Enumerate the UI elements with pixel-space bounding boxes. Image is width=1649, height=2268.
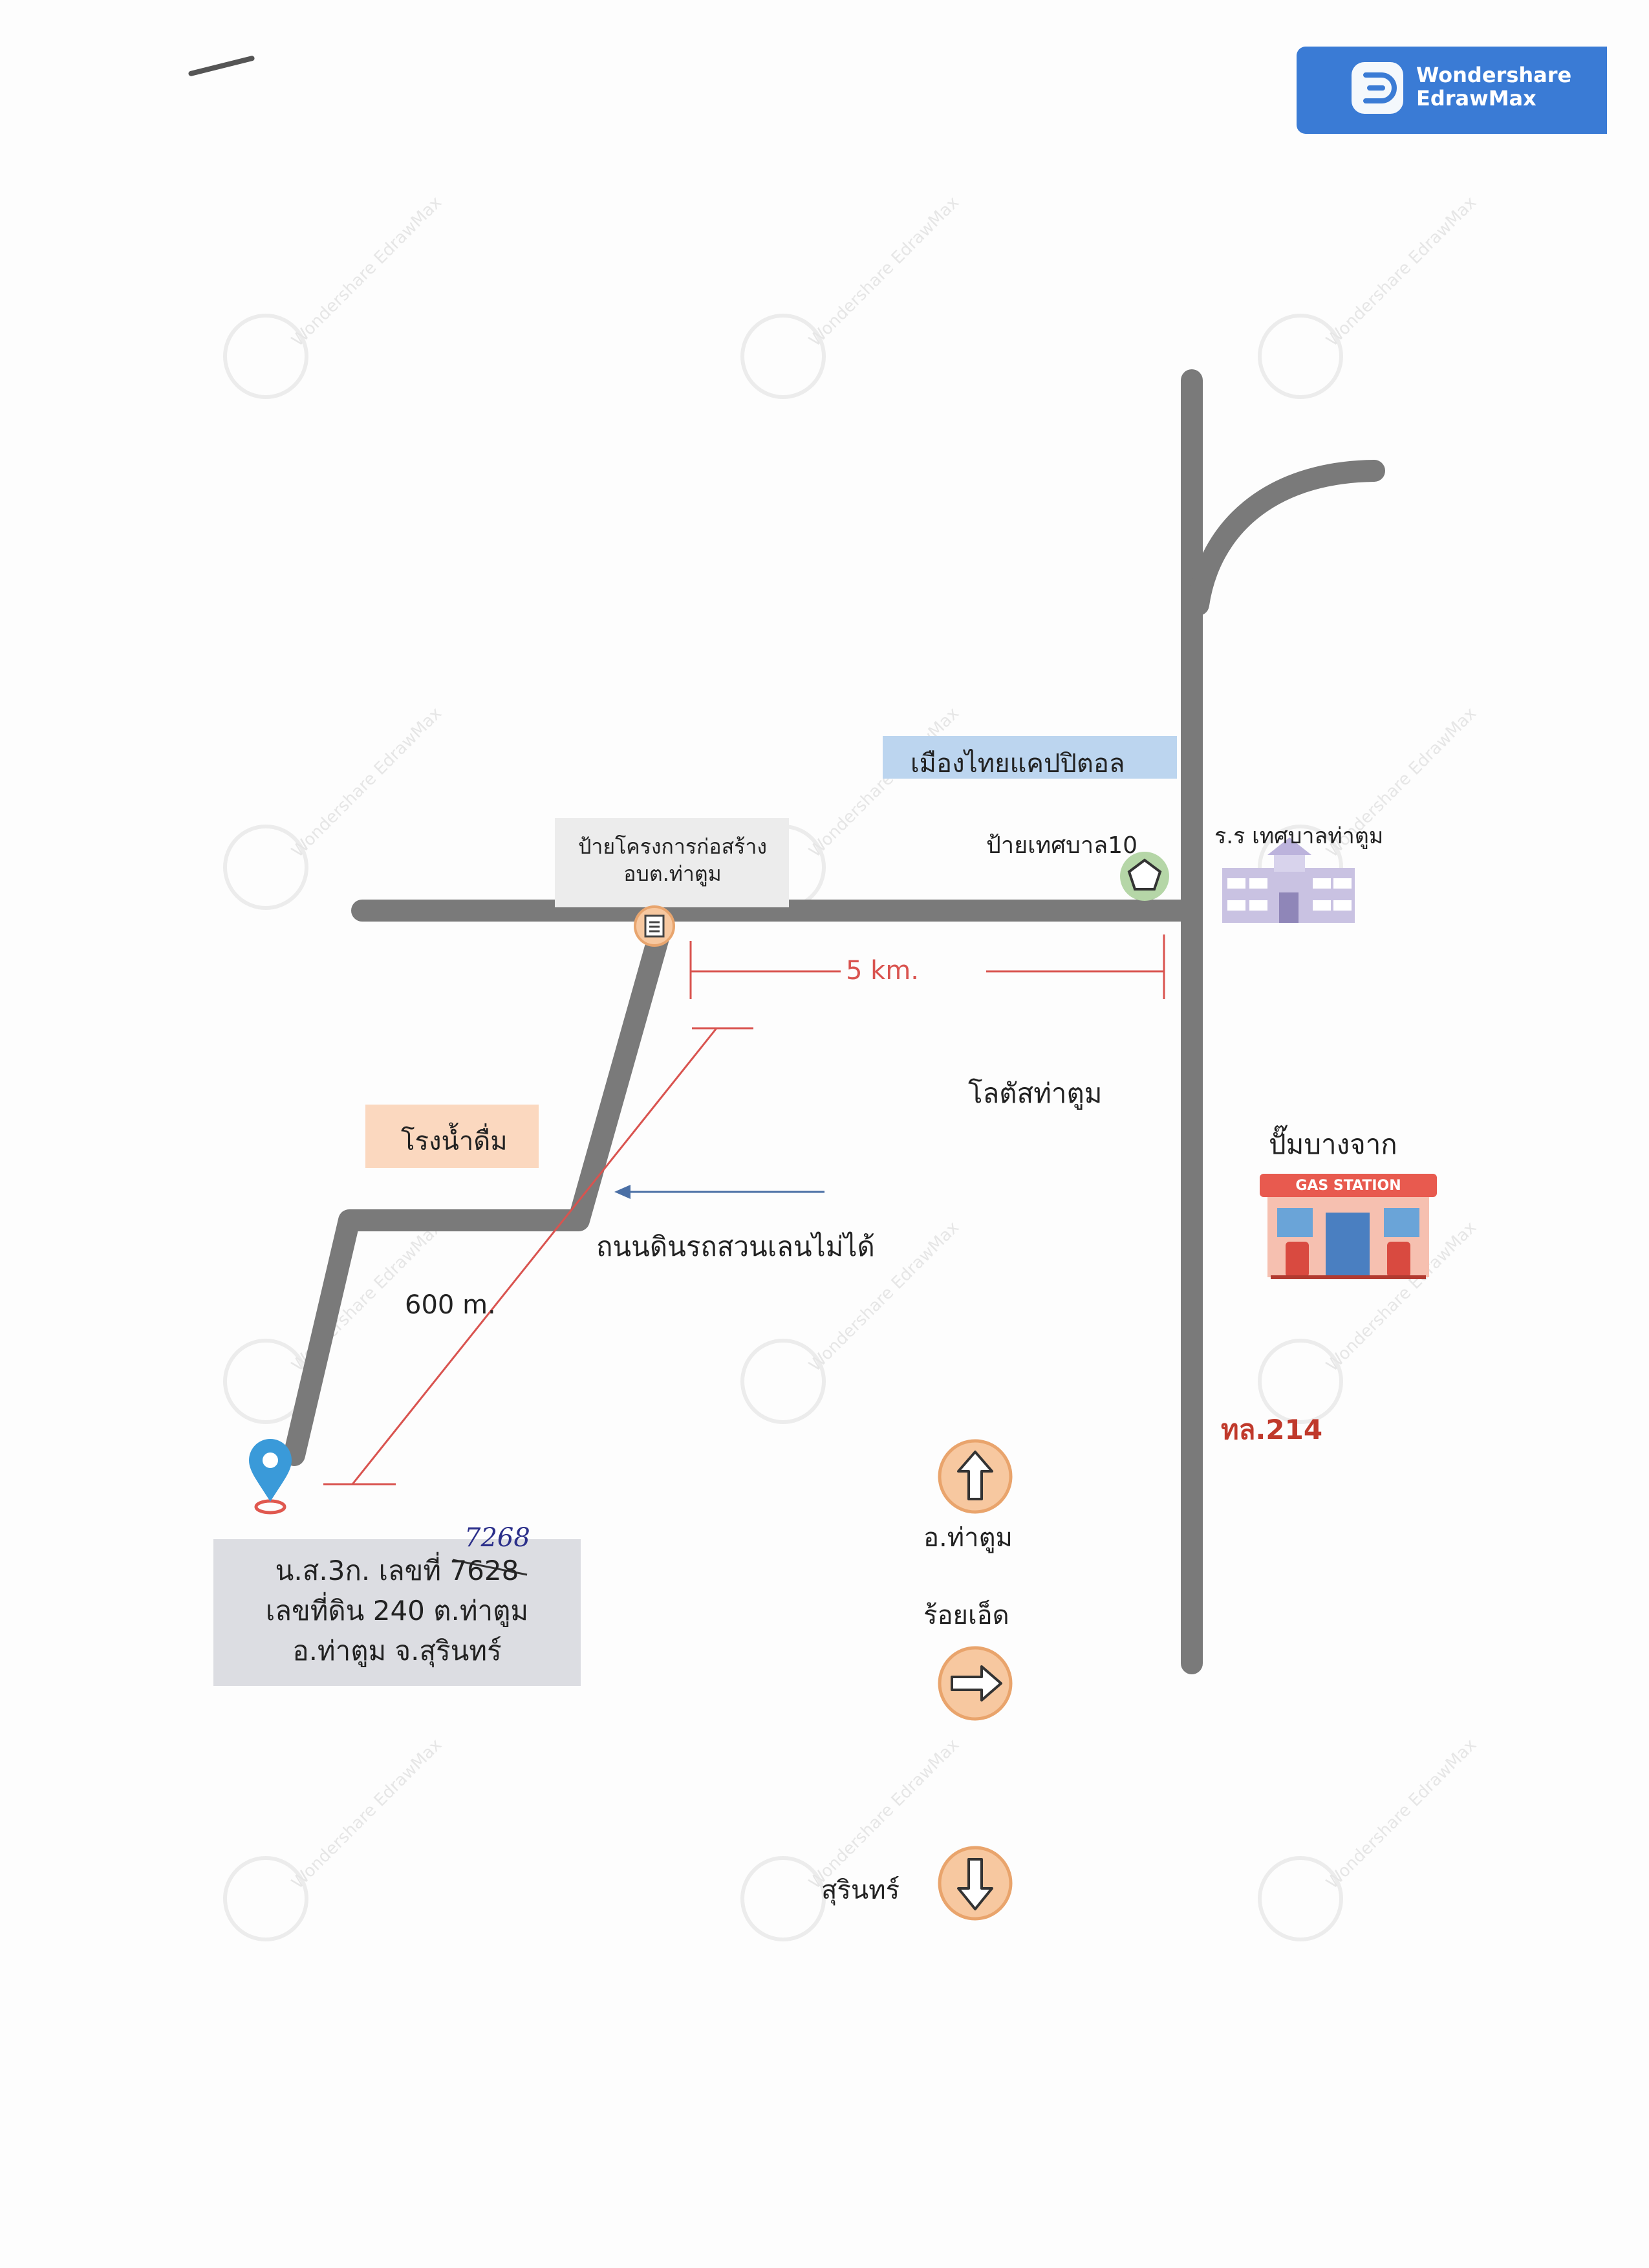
watermark-logo-icon (223, 314, 308, 399)
edrawmax-badge (1297, 47, 1607, 134)
deed-line1-prefix: น.ส.3ก. เลขที่ (275, 1555, 450, 1586)
brand-line1: Wondershare (1416, 63, 1572, 87)
watermark-logo-icon (223, 1856, 308, 1941)
lotus-label: โลตัสท่าตูม (968, 1077, 1103, 1109)
distance-600m-label: 600 m. (405, 1290, 496, 1320)
edrawmax-logo-icon (1352, 62, 1403, 114)
watermark-logo-icon (740, 314, 826, 399)
direction-up-label: อ.ท่าตูม (923, 1523, 1013, 1553)
school-label: ร.ร เทศบาลท่าตูม (1214, 823, 1384, 849)
direction-down-label: สุรินทร์ (821, 1875, 900, 1905)
dirt-road-label: ถนนดินรถสวนเลนไม่ได้ (596, 1231, 875, 1262)
water-factory-box (365, 1105, 539, 1168)
project-sign-line2: อบต.ท่าตูม (623, 861, 722, 886)
direction-right-label: ร้อยเอ็ด (923, 1601, 1009, 1630)
distance-5km-label: 5 km. (846, 956, 920, 986)
project-sign-box (555, 818, 789, 907)
watermark-logo-icon (1258, 1856, 1343, 1941)
access-road (283, 900, 677, 1466)
signboard-icon (634, 905, 675, 947)
dirt-road-pointer-arrow (614, 1185, 824, 1199)
distance-5km-measure (689, 934, 1165, 999)
deed-line2: เลขที่ดิน 240 ต.ท่าตูม (265, 1595, 529, 1626)
arrow-up-icon (938, 1439, 1013, 1514)
watermark-logo-icon (223, 825, 308, 910)
deed-old-number: 7628 (449, 1555, 519, 1586)
project-sign-line1: ป้ายโครงการก่อสร้าง (578, 834, 767, 859)
gas-station-sign-text: GAS STATION (1295, 1178, 1401, 1194)
deed-info-box (213, 1539, 581, 1686)
deed-line3: อ.ท่าตูม จ.สุรินทร์ (292, 1635, 502, 1667)
distance-600m-measure (323, 1027, 753, 1485)
watermark-logo-icon (1258, 1339, 1343, 1424)
watermark-logo-icon (740, 1339, 826, 1424)
highway-label: ทล.214 (1221, 1414, 1323, 1445)
watermark-logo-icon (740, 1856, 826, 1941)
deed-line1: น.ส.3ก. เลขที่ 7628 (220, 1551, 574, 1591)
capitol-label: เมืองไทยแคปปิตอล (911, 749, 1125, 779)
deed-strikethrough (452, 1559, 528, 1576)
arrow-down-icon (938, 1846, 1013, 1921)
school-building-icon (1222, 837, 1355, 923)
arrow-right-icon (938, 1646, 1013, 1721)
project-sign-label: ป้ายโครงการก่อสร้าง อบต.ท่าตูม (563, 833, 782, 887)
highway-branch-road (1187, 460, 1385, 616)
watermark-logo-icon (1258, 314, 1343, 399)
gas-station-label: ปั๊มบางจาก (1269, 1129, 1397, 1160)
deed-info-text: น.ส.3ก. เลขที่ 7628 เลขที่ดิน 240 ต.ท่าต… (220, 1551, 574, 1671)
capitol-label-box (883, 736, 1177, 779)
pentagon-sign-icon (1120, 852, 1169, 901)
roads (283, 369, 1385, 1674)
edrawmax-brand-text: Wondershare EdrawMax (1416, 63, 1571, 110)
location-pin-icon (249, 1439, 292, 1515)
gas-station-icon (1260, 1174, 1437, 1279)
water-factory-label: โรงน้ำดื่ม (401, 1127, 508, 1156)
brand-line2: EdrawMax (1416, 86, 1536, 111)
municipal-sign-label: ป้ายเทศบาล10 (986, 832, 1137, 859)
deed-new-number: 7268 (464, 1523, 530, 1553)
